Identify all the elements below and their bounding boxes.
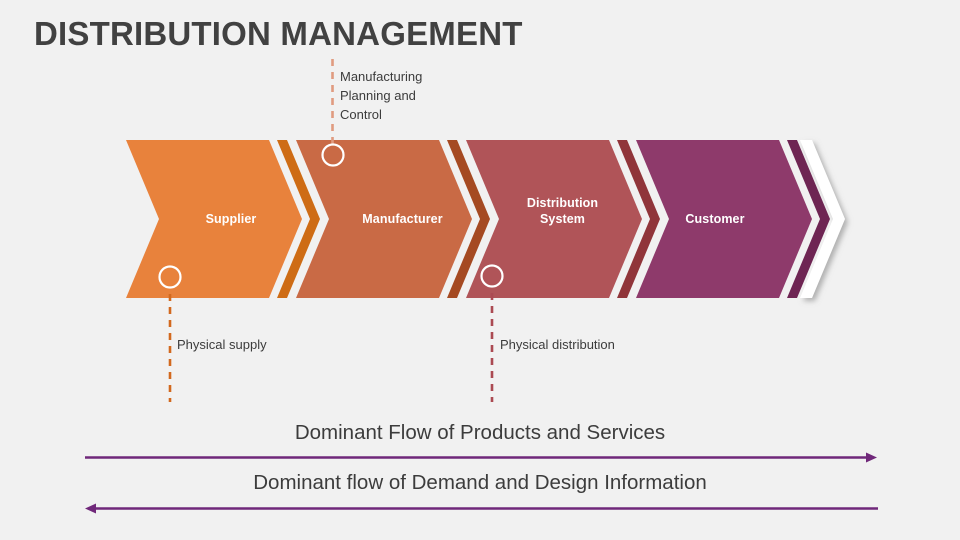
- flow-caption-products-services: Dominant Flow of Products and Services: [294, 421, 666, 444]
- chevron-supplier[interactable]: [126, 140, 302, 298]
- callout-label-mpc: Manufacturing Planning and Control: [340, 69, 423, 122]
- flow-caption-demand-design: Dominant flow of Demand and Design Infor…: [253, 471, 707, 494]
- chevron-stripe-customer: [787, 140, 830, 298]
- page-title: DISTRIBUTION MANAGEMENT: [34, 15, 523, 52]
- chevron-stripe-supplier: [277, 140, 320, 298]
- callout-node-mpc: [321, 143, 345, 167]
- callout-node-physical-supply: [158, 265, 182, 289]
- callout-label-physical-supply: Physical supply: [177, 337, 267, 352]
- chevron-manufacturer[interactable]: [296, 140, 472, 298]
- chevron-stripe-distribution: [617, 140, 660, 298]
- chevron-tail: [800, 140, 845, 298]
- chevron-distribution[interactable]: [466, 140, 642, 298]
- flow-arrow-products-services-head: [866, 452, 877, 463]
- flow-arrow-demand-design-head: [85, 503, 96, 514]
- callout-node-physical-distribution: [480, 264, 504, 288]
- chevron-stripe-manufacturer: [447, 140, 490, 298]
- chevron-customer[interactable]: [636, 140, 812, 298]
- callout-label-physical-distribution: Physical distribution: [500, 337, 615, 352]
